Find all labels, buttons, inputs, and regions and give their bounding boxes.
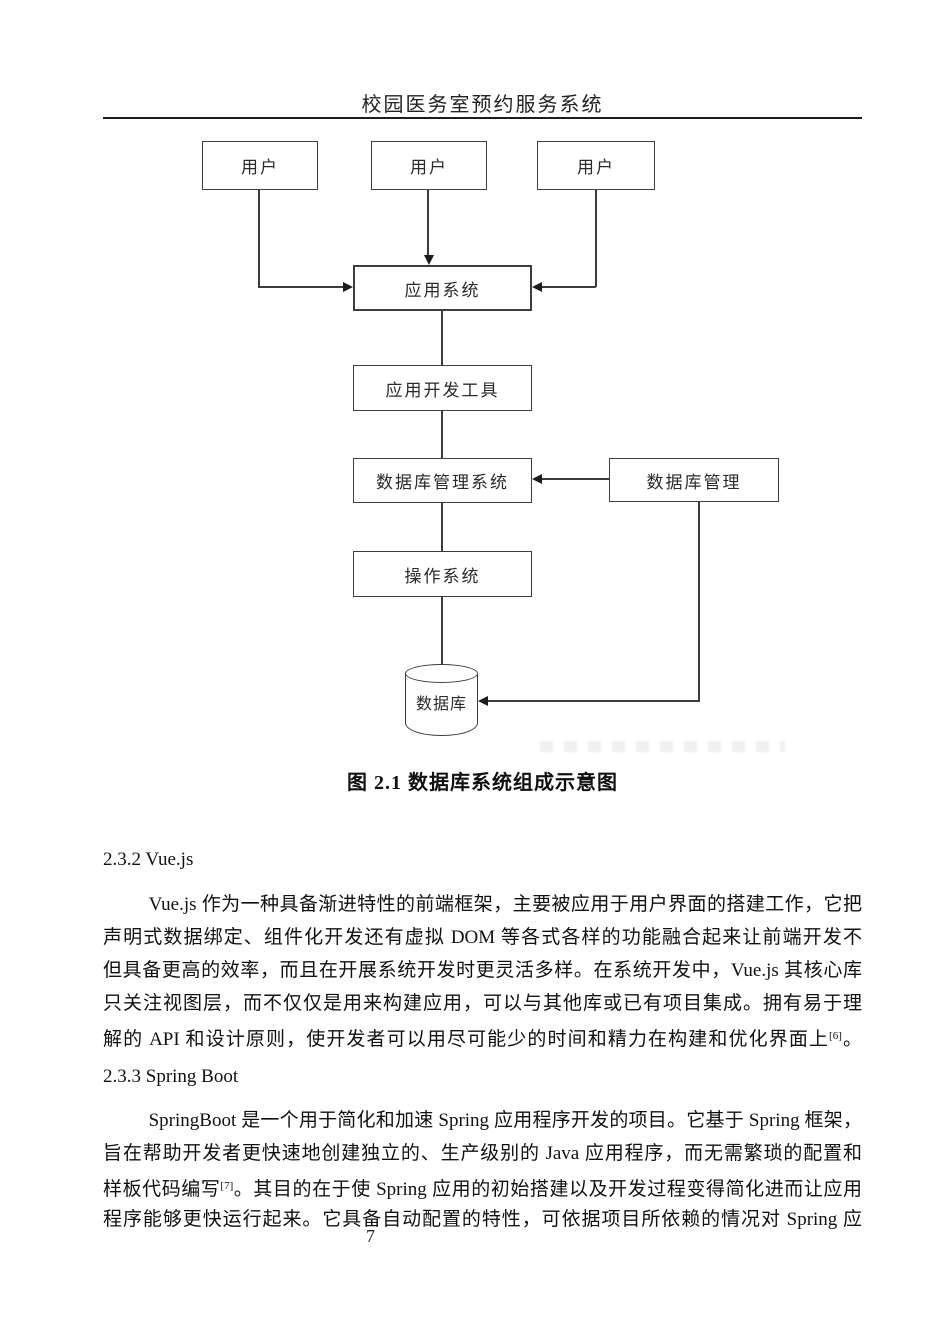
diagram-box-os: 操作系统: [353, 551, 532, 597]
text-line: 样板代码编写[7]。其目的在于使 Spring 应用的初始搭建以及开发过程变得简…: [103, 1179, 862, 1200]
connector-user3-vertical: [595, 190, 597, 287]
cylinder-top-ellipse: [405, 664, 478, 683]
faint-watermark-artifact: [540, 741, 785, 752]
connector-dbmanagement-dbms: [542, 478, 609, 480]
figure-caption: 图 2.1 数据库系统组成示意图: [347, 772, 618, 794]
connector-user2-vertical: [427, 190, 429, 256]
diagram-box-dev-tools: 应用开发工具: [353, 365, 532, 411]
arrowhead-right-icon: [343, 282, 353, 292]
diagram-box-user-1: 用户: [202, 141, 318, 190]
connector-devtools-dbms: [441, 411, 443, 458]
connector-appsys-devtools: [441, 311, 443, 365]
arrowhead-left-icon: [532, 282, 542, 292]
section-heading-vuejs: 2.3.2 Vue.js: [103, 849, 194, 870]
diagram-box-app-system: 应用系统: [353, 265, 532, 311]
diagram-box-dbms: 数据库管理系统: [353, 458, 532, 503]
connector-dbmanagement-vertical: [698, 502, 700, 701]
cylinder-body: [405, 673, 478, 736]
diagram-box-user-3: 用户: [537, 141, 655, 190]
connector-dbms-os: [441, 503, 443, 551]
paragraph-vuejs: Vue.js 作为一种具备渐进特性的前端框架，主要被应用于用户界面的搭建工作，它…: [103, 888, 862, 1053]
text-line: 解的 API 和设计原则，使开发者可以用尽可能少的时间和精力在构建和优化界面上[…: [103, 1029, 862, 1050]
arrowhead-left-icon: [532, 474, 542, 484]
diagram-box-db-management: 数据库管理: [609, 458, 779, 502]
arrowhead-down-icon: [424, 255, 434, 265]
connector-user1-horizontal: [258, 286, 344, 288]
text-line: SpringBoot 是一个用于简化和加速 Spring 应用程序开发的项目。它…: [148, 1110, 862, 1131]
connector-os-database: [441, 597, 443, 664]
diagram-box-user-2: 用户: [371, 141, 487, 190]
text-line: Vue.js 作为一种具备渐进特性的前端框架，主要被应用于用户界面的搭建工作，它…: [148, 894, 862, 915]
text-line: 但具备更高的效率，而且在开展系统开发时更灵活多样。在系统开发中，Vue.js 其…: [103, 960, 862, 981]
database-cylinder: 数据库: [405, 664, 478, 736]
text-line: 声明式数据绑定、组件化开发还有虚拟 DOM 等各式各样的功能融合起来让前端开发不: [103, 927, 862, 948]
connector-user3-horizontal: [542, 286, 596, 288]
page-header-title: 校园医务室预约服务系统: [361, 94, 604, 116]
header-rule: [103, 117, 862, 119]
connector-dbmanagement-horizontal: [488, 700, 700, 702]
text-line: 程序能够更快运行起来。它具备自动配置的特性，可依据项目所依赖的情况对 Sprin…: [103, 1209, 862, 1230]
section-heading-springboot: 2.3.3 Spring Boot: [103, 1066, 239, 1087]
page-number: 7: [366, 1226, 375, 1246]
connector-user1-vertical: [258, 190, 260, 287]
database-label: 数据库: [415, 696, 467, 713]
text-line: 只关注视图层，而不仅仅是用来构建应用，可以与其他库或已有项目集成。拥有易于理: [103, 993, 862, 1014]
text-line: 旨在帮助开发者更快速地创建独立的、生产级别的 Java 应用程序，而无需繁琐的配…: [103, 1143, 862, 1164]
arrowhead-left-icon: [478, 696, 488, 706]
paragraph-springboot: SpringBoot 是一个用于简化和加速 Spring 应用程序开发的项目。它…: [103, 1104, 862, 1236]
